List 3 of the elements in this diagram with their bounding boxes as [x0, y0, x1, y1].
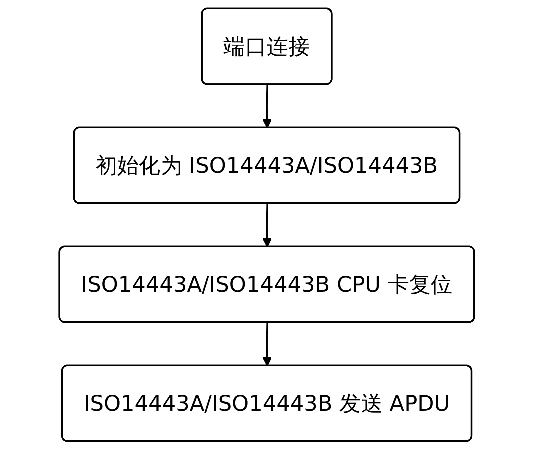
arrow	[262, 322, 272, 367]
arrow	[262, 84, 272, 129]
arrow	[262, 204, 272, 248]
